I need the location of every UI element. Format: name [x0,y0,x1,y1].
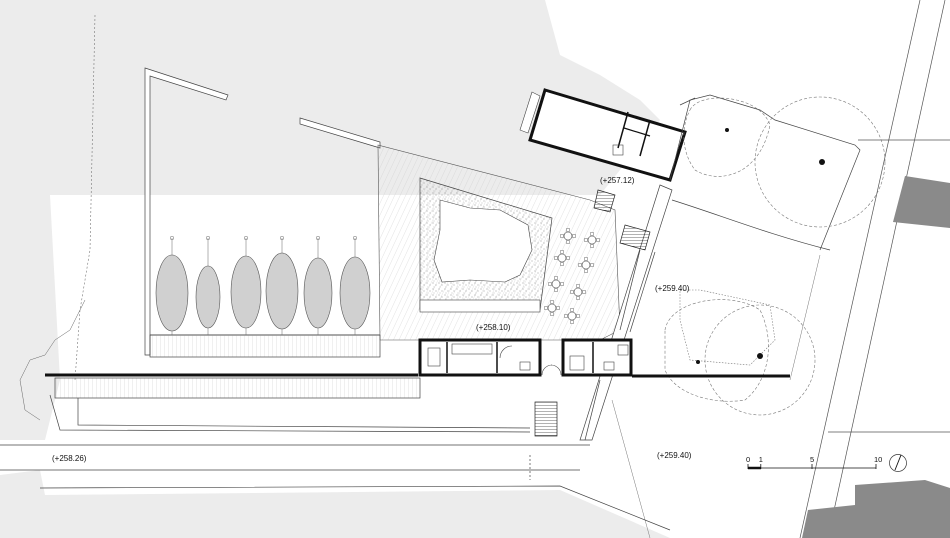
pond [433,199,533,283]
poplar-tree [230,235,262,335]
cafe-table [544,300,560,316]
entry-gate [541,364,562,376]
upper-building [519,88,687,182]
poplar-tree [155,235,189,335]
site-wall [45,373,790,378]
cafe-table [570,284,586,300]
tree-crowns [664,96,886,416]
poplar-tree [303,235,333,335]
poplar-tree [339,235,371,335]
cafe-tables [544,228,600,324]
pavilion-right [561,338,633,377]
footpath-dashed [74,14,96,381]
elevation-upper-building: (+257.12) [600,176,635,185]
cafe-table [560,228,576,244]
scale-label: 10 [874,455,882,464]
elevation-courtyard: (+258.10) [476,323,511,332]
terrain-contour [19,299,86,421]
cafe-table [554,250,570,266]
gravel-court [419,177,553,313]
elevation-street: (+258.26) [52,454,87,463]
road-right [799,0,950,538]
garden-boundary [669,94,861,251]
side-stair [619,224,651,251]
neighbour-building-bottom [802,480,950,538]
walkway-lines [611,254,821,538]
street-edge [0,377,671,531]
cafe-table [564,308,580,324]
cafe-table [548,276,564,292]
terrain-upper [0,0,660,195]
north-arrow-icon [889,454,907,472]
cafe-table [578,257,594,273]
terrain-lower [0,470,670,538]
elevation-garden: (+259.40) [655,284,690,293]
tree-grove-enclosure [144,67,381,358]
poplar-tree [265,235,299,335]
terrain-left [0,195,60,440]
tree-row [155,235,371,335]
poplar-tree [195,235,221,335]
lower-stair [534,401,558,437]
scale-label: 5 [810,455,814,464]
scale-label: 0 [746,455,750,464]
pavilion-left [418,338,542,377]
elevation-lower-right: (+259.40) [657,451,692,460]
cafe-table [584,232,600,248]
tree-trunks [696,128,825,364]
entrance-stair [593,189,616,213]
scale-label: 1 [759,455,763,464]
neighbour-building-top [893,176,950,228]
